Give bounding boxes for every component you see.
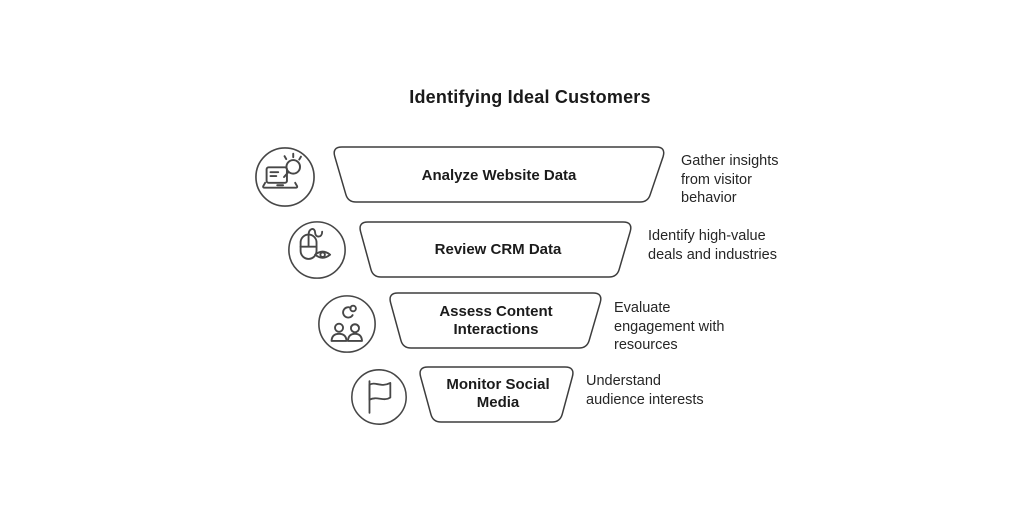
flag-icon xyxy=(350,368,408,426)
step-label-analyze-website-data: Analyze Website Data xyxy=(421,167,577,184)
step-label-assess-content-interactions: Assess Content Interactions xyxy=(439,303,553,339)
step-description: Identify high-value deals and industries xyxy=(648,228,777,263)
mouse-eye-icon xyxy=(287,220,347,280)
step-description: Understand audience interests xyxy=(586,373,704,408)
page-title: Identifying Ideal Customers xyxy=(409,87,651,107)
funnel-segment-3 xyxy=(389,292,602,349)
step-label-review-crm-data: Review CRM Data xyxy=(434,241,562,258)
funnel-segment-1 xyxy=(333,146,665,203)
people-sync-icon xyxy=(317,294,377,354)
step-description: Gather insights from visitor behavior xyxy=(681,153,779,206)
step-label-monitor-social-media: Monitor Social Media xyxy=(446,376,550,412)
funnel-segment-2 xyxy=(359,221,632,278)
step-description: Evaluate engagement with resources xyxy=(614,300,725,353)
laptop-search-icon xyxy=(254,146,316,208)
funnel-segment-4 xyxy=(419,366,574,423)
